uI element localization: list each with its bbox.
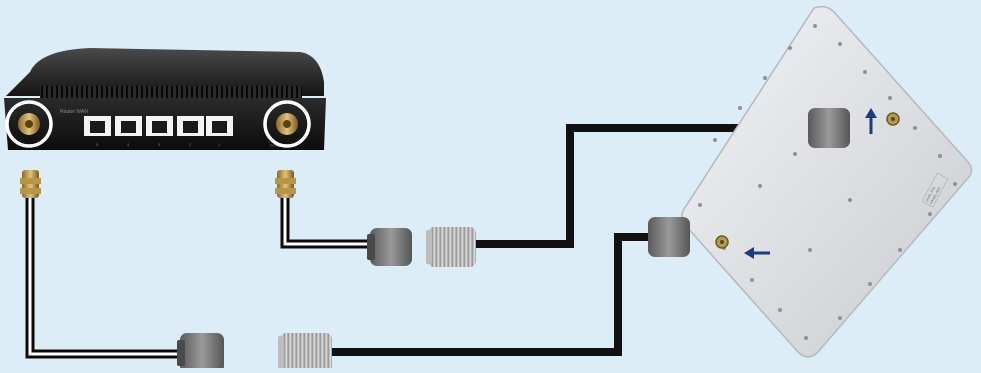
- antenna-port-vertical[interactable]: [887, 113, 899, 125]
- n-female-connector-upper[interactable]: [367, 228, 412, 266]
- n-male-connector-lower[interactable]: [278, 333, 332, 368]
- router-model-text: Router WAN: [60, 109, 88, 115]
- router: Router WAN 5 4 3 2 1 WAN POWER: [4, 48, 326, 150]
- router-vents: [40, 86, 302, 98]
- antenna-port-horizontal[interactable]: [716, 236, 728, 248]
- ethernet-ports: [84, 116, 233, 136]
- port-socket: [121, 121, 136, 133]
- n-female-connector-lower[interactable]: [177, 333, 224, 368]
- antenna-connector-lower[interactable]: [648, 217, 690, 257]
- antenna-plate: [682, 7, 972, 357]
- panel-antenna: DUAL POL PANEL ANT: [682, 7, 972, 357]
- port-socket: [90, 121, 105, 133]
- n-male-connector-upper[interactable]: [426, 227, 476, 267]
- port-socket: [152, 121, 167, 133]
- port-socket: [212, 121, 227, 133]
- antenna-connector-upper[interactable]: [808, 108, 850, 148]
- pigtail-cable-right: [275, 170, 380, 244]
- pigtail-cable-left: [20, 170, 190, 354]
- port-socket: [183, 121, 198, 133]
